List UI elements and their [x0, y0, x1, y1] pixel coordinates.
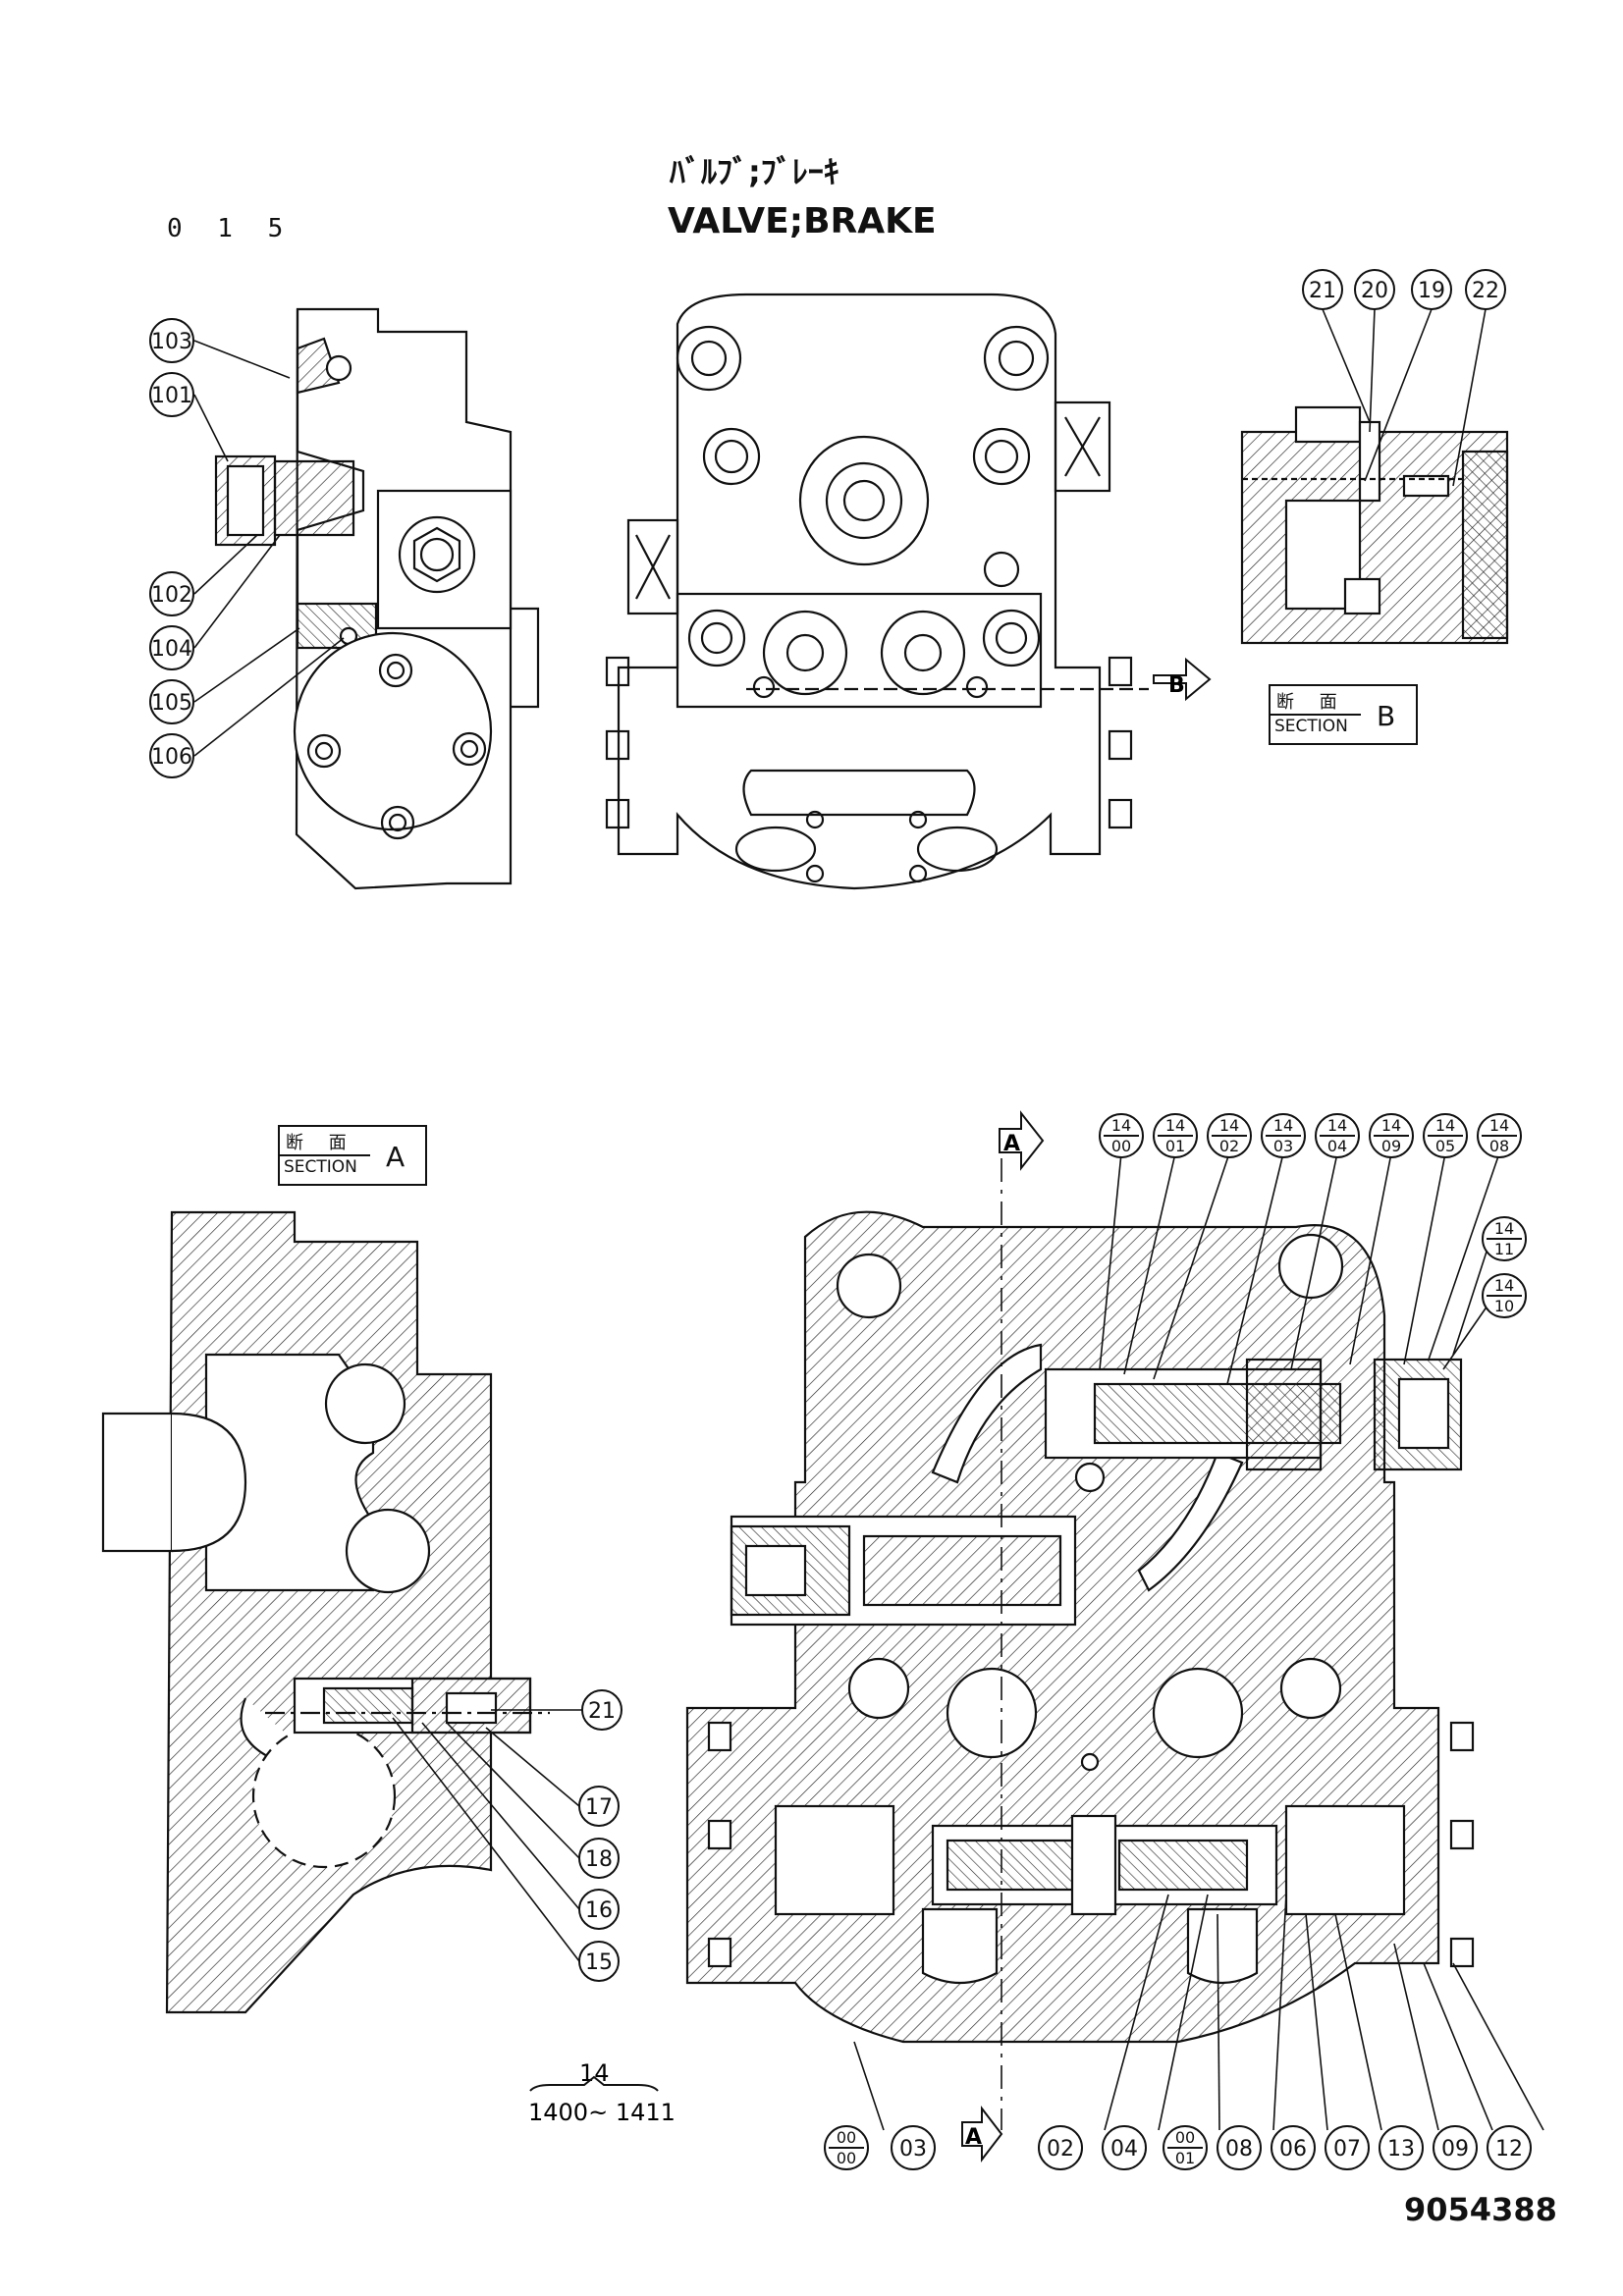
callout-1400-bottom: 00 [1111, 1137, 1131, 1155]
group-label-range: 1400~ 1411 [528, 2099, 676, 2126]
callout-15: 15 [585, 1950, 613, 1975]
callout-1411-bottom: 11 [1494, 1240, 1514, 1258]
callout-1409-top: 14 [1381, 1116, 1401, 1135]
callout-105: 105 [151, 691, 192, 716]
callout-18: 18 [585, 1847, 613, 1872]
callout-1409-bottom: 09 [1381, 1137, 1401, 1155]
callout-07: 07 [1333, 2137, 1361, 2162]
callout-0001-bottom: 01 [1175, 2149, 1195, 2167]
section-a-english: SECTION [284, 1157, 357, 1177]
view-marker-a-bottom: A [961, 2106, 1003, 2163]
callout-1404-top: 14 [1327, 1116, 1347, 1135]
title-japanese: ﾊﾞﾙﾌﾞ;ﾌﾞﾚｰｷ [670, 153, 839, 190]
section-b-letter: B [1377, 700, 1396, 732]
group-label-number: 14 [579, 2059, 610, 2087]
callout-0000-top: 00 [837, 2128, 856, 2147]
page-number: 0 1 5 [167, 214, 294, 243]
section-b-divider [1271, 714, 1361, 716]
callout-102: 102 [151, 583, 192, 608]
section-b-detail [1240, 405, 1509, 645]
callout-1404-bottom: 04 [1327, 1137, 1347, 1155]
callout-1401-bottom: 01 [1165, 1137, 1185, 1155]
callout-1405-top: 14 [1435, 1116, 1455, 1135]
callout-04: 04 [1110, 2137, 1138, 2162]
side-view [214, 307, 540, 890]
callout-21-a: 21 [588, 1699, 616, 1724]
section-b-english: SECTION [1274, 717, 1348, 736]
callouts-side-view: 103 101 102 104 105 106 [149, 318, 194, 778]
callout-1402-bottom: 02 [1219, 1137, 1239, 1155]
callout-1411-top: 14 [1494, 1219, 1514, 1238]
main-section-view [685, 1158, 1475, 2130]
callouts-section-a: 21 17 18 16 15 [578, 1689, 622, 1982]
callout-21-b: 21 [1309, 279, 1336, 303]
group-label-14: 14 1400~ 1411 [528, 2059, 676, 2126]
view-marker-a-top: A [999, 1110, 1045, 1171]
view-marker-b: B [1153, 657, 1212, 702]
view-marker-a-bottom-label: A [965, 2125, 982, 2150]
callout-12: 12 [1495, 2137, 1523, 2162]
callout-1408-bottom: 08 [1489, 1137, 1509, 1155]
callout-16: 16 [585, 1898, 613, 1923]
section-b-label: 断 面 SECTION B [1269, 684, 1418, 745]
callouts-section-b: 21 20 19 22 [1302, 269, 1506, 310]
callout-02: 02 [1047, 2137, 1074, 2162]
section-a-label: 断 面 SECTION A [278, 1125, 427, 1186]
callout-22: 22 [1472, 279, 1499, 303]
section-a-detail [101, 1210, 550, 2014]
callout-1410-bottom: 10 [1494, 1297, 1514, 1315]
callout-08: 08 [1225, 2137, 1253, 2162]
section-a-japanese: 断 面 [286, 1133, 356, 1153]
callout-1403-top: 14 [1273, 1116, 1293, 1135]
callout-1405-bottom: 05 [1435, 1137, 1455, 1155]
callout-1408-top: 14 [1489, 1116, 1509, 1135]
callout-19: 19 [1418, 279, 1445, 303]
callout-1410-top: 14 [1494, 1276, 1514, 1295]
callout-101: 101 [151, 384, 192, 408]
view-marker-a-top-label: A [1003, 1132, 1020, 1156]
callout-1401-top: 14 [1165, 1116, 1185, 1135]
section-a-letter: A [386, 1141, 406, 1173]
drawing-number: 9054388 [1404, 2191, 1557, 2228]
callout-0000-bottom: 00 [837, 2149, 856, 2167]
section-b-japanese: 断 面 [1276, 692, 1347, 713]
section-a-divider [280, 1154, 370, 1156]
title-english: VALVE;BRAKE [668, 201, 937, 241]
view-marker-b-label: B [1168, 673, 1185, 698]
callout-06: 06 [1279, 2137, 1307, 2162]
callout-104: 104 [151, 637, 192, 662]
callout-13: 13 [1387, 2137, 1415, 2162]
callout-106: 106 [151, 745, 192, 770]
callouts-main-right: 14 11 14 10 [1482, 1216, 1527, 1318]
callout-0001-top: 00 [1175, 2128, 1195, 2147]
front-view [605, 293, 1149, 890]
callout-17: 17 [585, 1795, 613, 1820]
callout-20: 20 [1361, 279, 1388, 303]
leader-lines [193, 308, 1544, 2131]
callout-1403-bottom: 03 [1273, 1137, 1293, 1155]
callout-09: 09 [1441, 2137, 1469, 2162]
callout-03: 03 [899, 2137, 927, 2162]
callout-1400-top: 14 [1111, 1116, 1131, 1135]
callout-103: 103 [151, 330, 192, 354]
callout-1402-top: 14 [1219, 1116, 1239, 1135]
callouts-main-top: 14 00 14 01 14 02 14 03 14 04 14 09 14 0… [1099, 1113, 1522, 1158]
callouts-main-bottom: 00 00 03 02 04 00 01 08 06 07 13 09 12 [824, 2125, 1532, 2170]
